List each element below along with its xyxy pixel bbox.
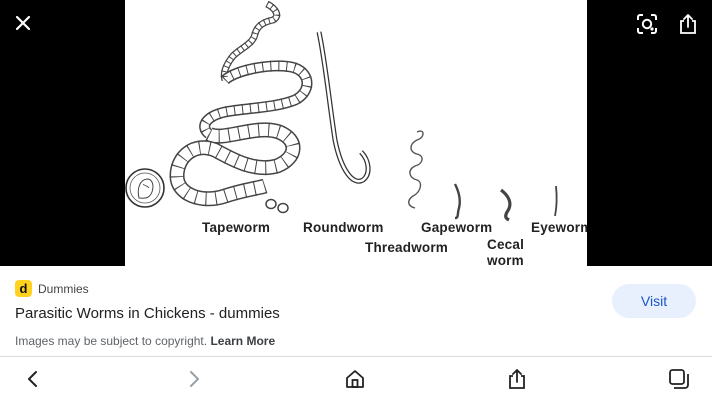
tapeworm-drawing [169,0,313,214]
lens-icon [637,14,657,34]
back-icon [28,371,37,387]
close-icon [15,15,31,31]
share-icon [509,369,525,389]
copyright-notice: Images may be subject to copyright. Lear… [15,334,275,348]
share-icon [680,14,696,34]
cecal-worm-label-line1: Cecal [487,237,525,252]
cecal-worm-label-line2: worm [487,253,524,266]
roundworm-label: Roundworm [303,220,384,235]
share-page-button[interactable] [503,365,531,393]
result-image[interactable]: Tapeworm Roundworm Threadworm Gapeworm C… [125,0,587,266]
eyeworm-label: Eyeworm [531,220,587,235]
cecal-worm-drawing [499,188,512,222]
threadworm-drawing [408,130,424,209]
worms-illustration [125,0,558,222]
source-logo: d [15,280,32,297]
source-name: Dummies [38,281,89,296]
roundworm-drawing [316,31,371,184]
tabs-icon [669,369,689,389]
back-button[interactable] [19,365,47,393]
home-icon [346,370,364,388]
learn-more-link[interactable]: Learn More [210,334,276,348]
gapeworm-label: Gapeworm [421,220,493,235]
bottom-toolbar [0,357,712,400]
forward-button[interactable] [180,365,208,393]
source-row[interactable]: d Dummies [15,280,89,297]
penny-icon [125,168,165,208]
home-button[interactable] [341,365,369,393]
tabs-button[interactable] [665,365,693,393]
result-title[interactable]: Parasitic Worms in Chickens - dummies [15,305,280,322]
result-info-panel: d Dummies Parasitic Worms in Chickens - … [0,266,712,356]
tapeworm-label: Tapeworm [202,220,271,235]
threadworm-label: Threadworm [365,240,449,255]
forward-icon [190,371,199,387]
lens-button[interactable] [633,10,661,38]
gapeworm-drawing [453,183,461,220]
image-viewer: Tapeworm Roundworm Threadworm Gapeworm C… [10,0,702,266]
close-button[interactable] [10,10,36,36]
eyeworm-drawing [554,185,558,217]
copyright-text: Images may be subject to copyright. [15,334,208,348]
share-button[interactable] [674,10,702,38]
visit-button[interactable]: Visit [612,284,696,318]
toolbar-divider [0,356,712,357]
